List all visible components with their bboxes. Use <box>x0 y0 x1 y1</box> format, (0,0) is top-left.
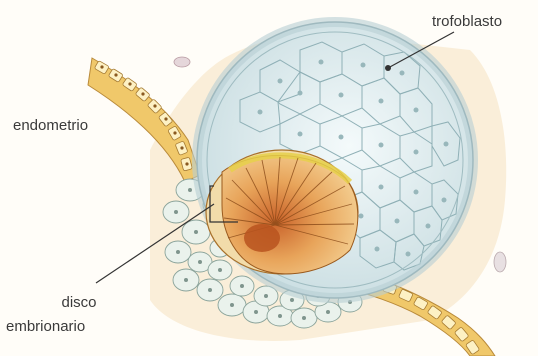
label-embrionario: embrionario <box>6 317 85 336</box>
label-endometrio: endometrio <box>13 116 88 135</box>
label-trofoblasto: trofoblasto <box>432 12 502 31</box>
embryonic-disc <box>206 150 358 274</box>
trofoblasto-pointer-dot <box>385 65 391 71</box>
label-disco: disco <box>34 293 124 312</box>
loose-cell <box>174 57 190 67</box>
loose-cell <box>494 252 506 272</box>
